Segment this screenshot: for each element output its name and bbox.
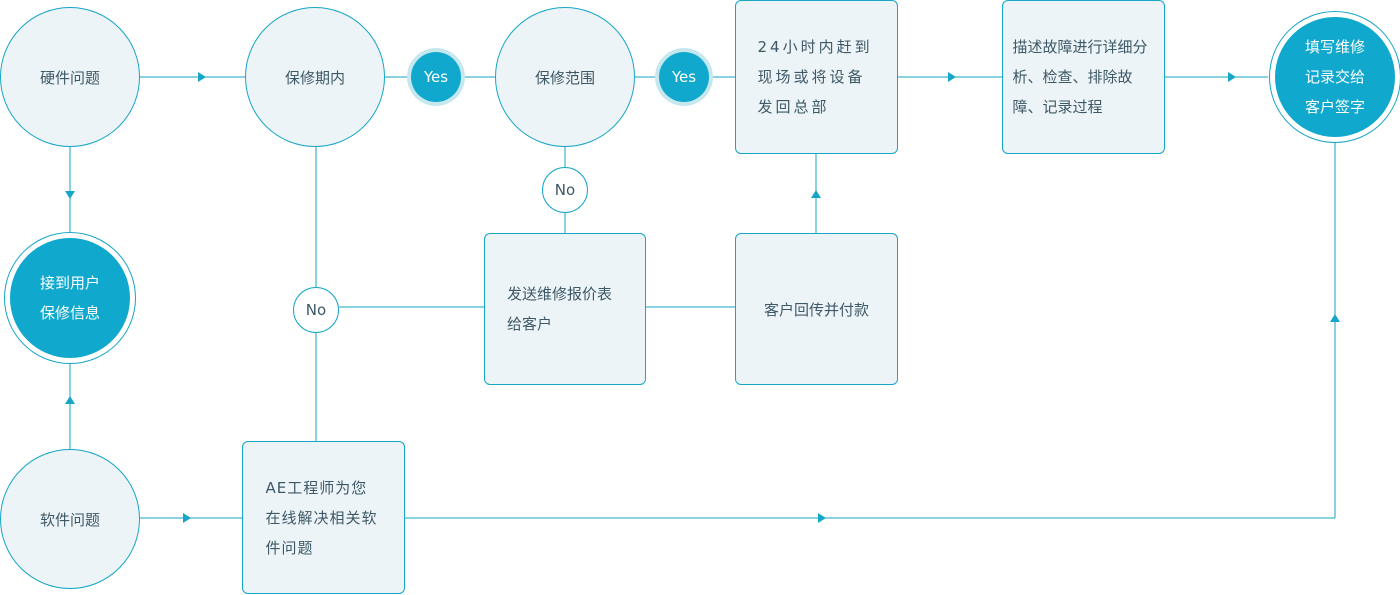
arrow-up-icon (65, 396, 75, 404)
describe-fault-label: 描述故障进行详细分析、检查、排除故障、记录过程 (1012, 38, 1148, 116)
no-warranty-label: No (305, 301, 327, 319)
no-scope-decision: No (542, 167, 588, 213)
hardware-issue-node: 硬件问题 (0, 7, 140, 147)
send-quote-node: 发送维修报价表给客户 (484, 233, 646, 385)
receive-info-label: 接到用户保修信息 (39, 274, 100, 322)
yes-warranty-label: Yes (423, 68, 449, 86)
arrow-right-icon (818, 513, 826, 523)
arrow-right-icon (198, 72, 206, 82)
send-within-24h-node: 24小时内赶到现场或将设备发回总部 (735, 0, 898, 154)
yes-warranty-decision: Yes (411, 52, 461, 102)
send-quote-label: 发送维修报价表给客户 (507, 285, 613, 333)
arrow-up-icon (811, 190, 821, 198)
arrow-down-icon (65, 191, 75, 199)
receive-info-node: 接到用户保修信息 (10, 238, 130, 358)
warranty-scope-label: 保修范围 (534, 68, 595, 87)
send-within-24h-label: 24小时内赶到现场或将设备发回总部 (757, 38, 873, 116)
hardware-issue-label: 硬件问题 (39, 68, 100, 87)
arrow-up-icon (1330, 314, 1340, 322)
fill-record-node: 填写维修记录交给客户签字 (1275, 17, 1395, 137)
software-issue-label: 软件问题 (39, 510, 100, 529)
no-warranty-decision: No (293, 287, 339, 333)
no-scope-label: No (554, 181, 576, 199)
yes-scope-decision: Yes (659, 52, 709, 102)
describe-fault-node: 描述故障进行详细分析、检查、排除故障、记录过程 (1002, 0, 1165, 154)
under-warranty-label: 保修期内 (284, 68, 345, 87)
customer-pays-label: 客户回传并付款 (763, 300, 869, 319)
ae-engineer-node: AE工程师为您在线解决相关软件问题 (242, 441, 405, 594)
under-warranty-node: 保修期内 (245, 7, 385, 147)
arrow-right-icon (183, 513, 191, 523)
yes-scope-label: Yes (671, 68, 697, 86)
software-issue-node: 软件问题 (0, 449, 140, 589)
arrow-right-icon (948, 72, 956, 82)
ae-engineer-label: AE工程师为您在线解决相关软件问题 (265, 478, 378, 557)
warranty-scope-node: 保修范围 (495, 7, 635, 147)
arrow-right-icon (1228, 72, 1236, 82)
fill-record-label: 填写维修记录交给客户签字 (1304, 38, 1365, 116)
customer-pays-node: 客户回传并付款 (735, 233, 898, 385)
